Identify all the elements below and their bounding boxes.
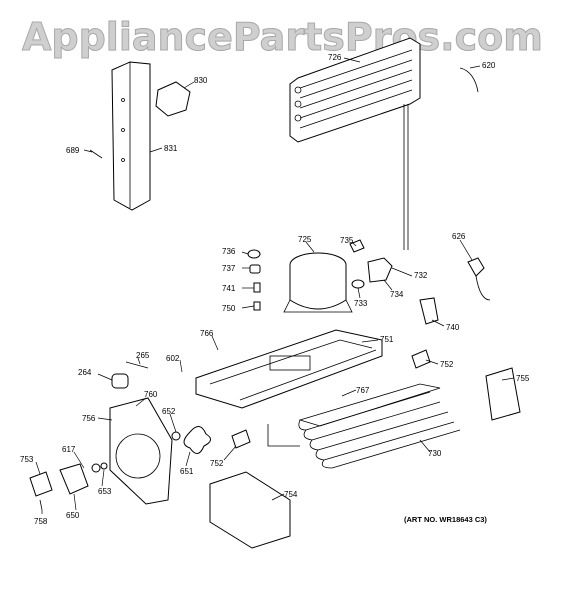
condenser-coil xyxy=(267,383,461,469)
label-730: 730 xyxy=(428,449,442,458)
label-602: 602 xyxy=(166,354,180,363)
label-740: 740 xyxy=(446,323,460,332)
label-755: 755 xyxy=(516,374,530,383)
label-767: 767 xyxy=(356,386,370,395)
label-733: 733 xyxy=(354,299,368,308)
label-732: 732 xyxy=(414,271,428,280)
capacitor-264 xyxy=(111,373,129,389)
label-726: 726 xyxy=(328,53,342,62)
label-754: 754 xyxy=(284,490,298,499)
label-650: 650 xyxy=(66,511,80,520)
wire-clip-620 xyxy=(459,67,479,93)
compressor xyxy=(283,252,353,313)
small-parts xyxy=(247,239,393,311)
art-number: (ART NO. WR18643 C3) xyxy=(404,515,487,524)
power-cord-626 xyxy=(467,257,485,277)
label-620: 620 xyxy=(482,61,496,70)
label-689: 689 xyxy=(66,146,80,155)
fan-blade xyxy=(183,426,211,454)
label-741: 741 xyxy=(222,284,236,293)
machine-compartment-base xyxy=(195,329,383,409)
label-760: 760 xyxy=(144,390,158,399)
label-617: 617 xyxy=(62,445,76,454)
label-626: 626 xyxy=(452,232,466,241)
label-652: 652 xyxy=(162,407,176,416)
condenser-fan-shroud xyxy=(109,397,181,505)
label-758: 758 xyxy=(34,517,48,526)
label-651: 651 xyxy=(180,467,194,476)
evaporator-duct xyxy=(111,61,191,211)
part-labels: 726 620 830 689 831 725 736 735 737 732 … xyxy=(20,53,530,526)
label-751: 751 xyxy=(380,335,394,344)
label-766: 766 xyxy=(200,329,214,338)
leader-lines xyxy=(35,57,515,514)
bracket-753 xyxy=(29,471,53,497)
screw-689 xyxy=(89,149,103,159)
fan-motor xyxy=(59,463,89,495)
label-830: 830 xyxy=(194,76,208,85)
condenser-assembly xyxy=(289,37,421,250)
label-264: 264 xyxy=(78,368,92,377)
label-265: 265 xyxy=(136,351,150,360)
label-753: 753 xyxy=(20,455,34,464)
bracket-752a xyxy=(411,349,431,369)
label-725: 725 xyxy=(298,235,312,244)
label-750: 750 xyxy=(222,304,236,313)
bracket-754 xyxy=(209,471,291,549)
label-653: 653 xyxy=(98,487,112,496)
label-831: 831 xyxy=(164,144,178,153)
bracket-752b xyxy=(231,429,251,449)
bracket-755 xyxy=(485,367,521,421)
clip-740 xyxy=(419,297,439,325)
label-735: 735 xyxy=(340,236,354,245)
label-734: 734 xyxy=(390,290,404,299)
label-736: 736 xyxy=(222,247,236,256)
label-752b: 752 xyxy=(210,459,224,468)
label-756: 756 xyxy=(82,414,96,423)
watermark-text: AppliancePartsPros.com xyxy=(22,15,543,59)
label-737: 737 xyxy=(222,264,236,273)
label-752a: 752 xyxy=(440,360,454,369)
